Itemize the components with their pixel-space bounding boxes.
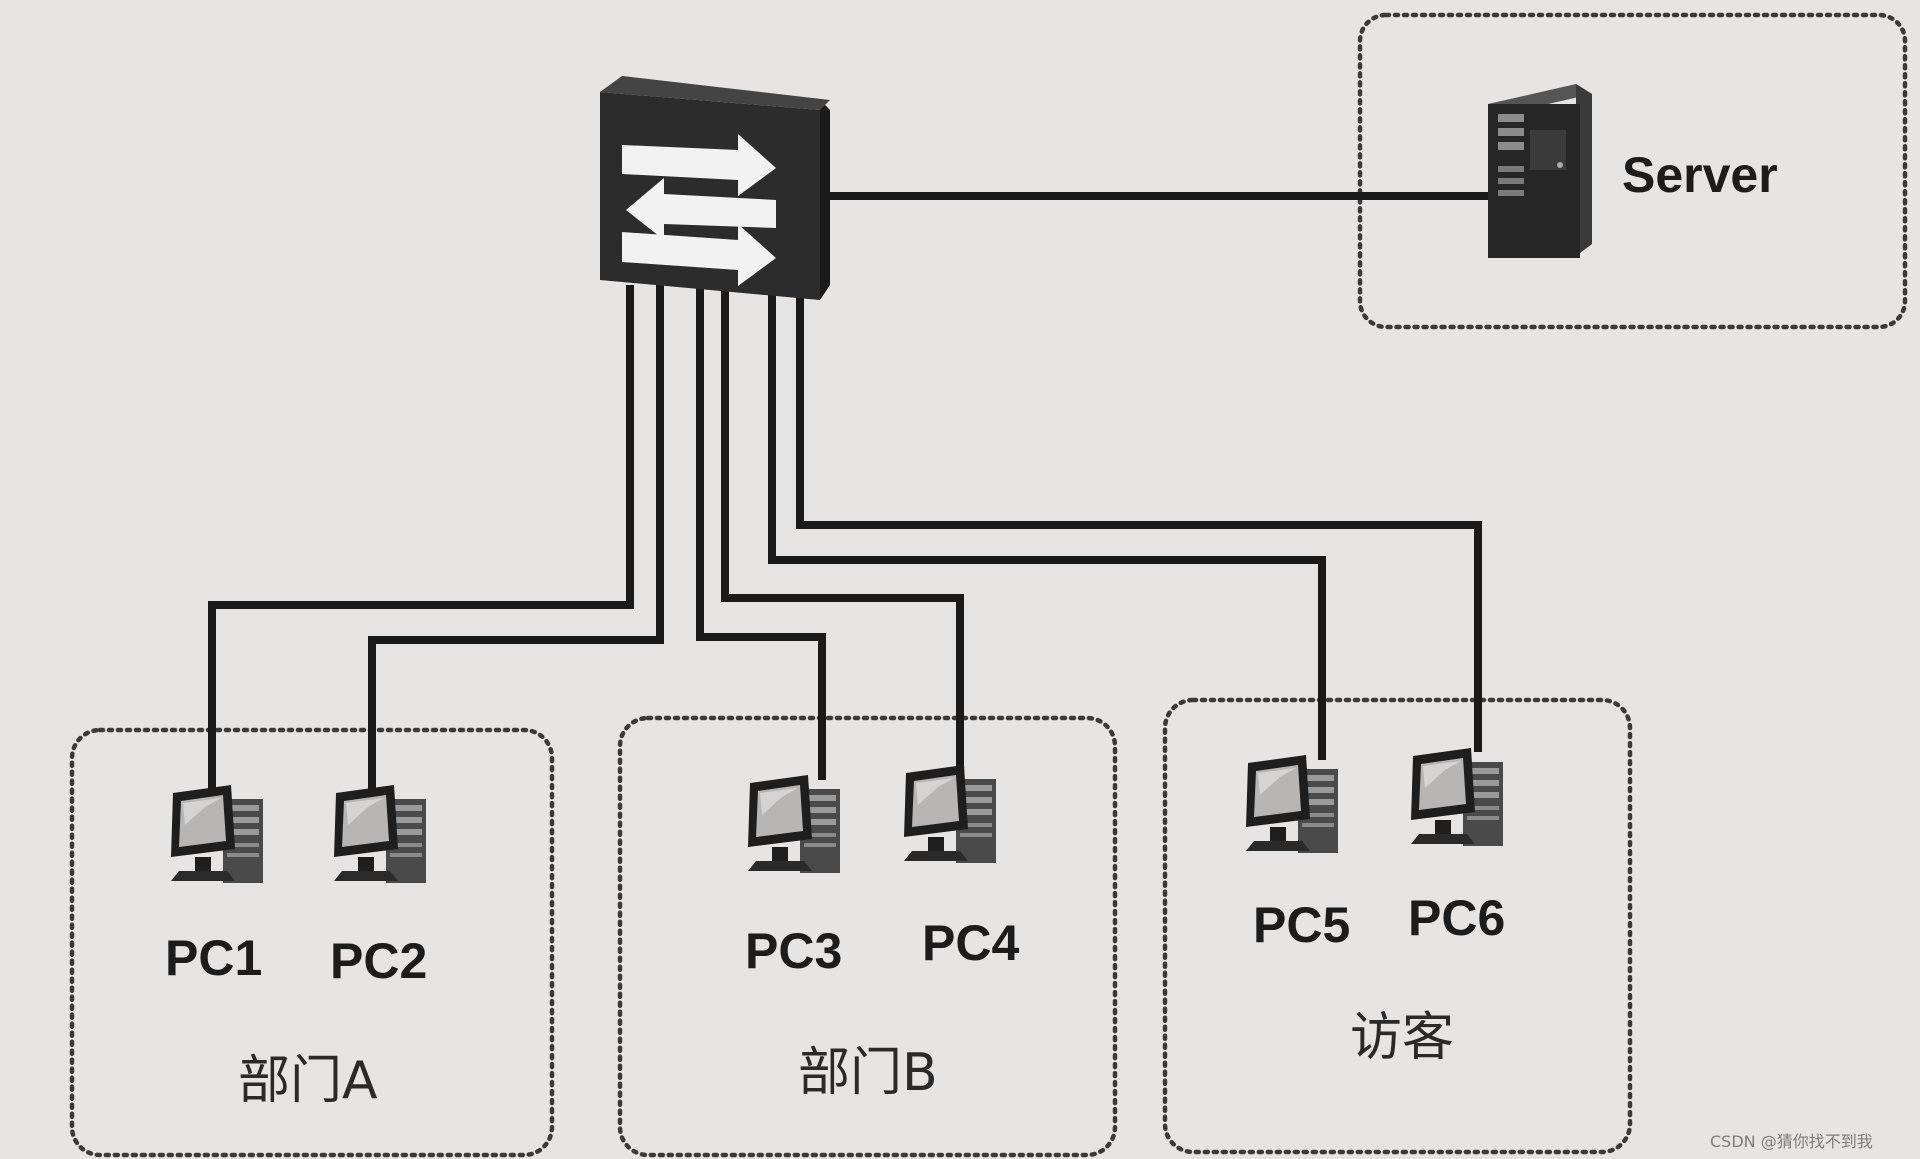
switch-icon [600, 76, 830, 300]
group-label-visitor: 访客 [1350, 1008, 1454, 1068]
pc-icon [334, 785, 426, 883]
link-pc3 [696, 285, 826, 780]
group-box-visitor [1162, 697, 1633, 1155]
pc-label: PC6 [1408, 890, 1505, 946]
pc-label: PC3 [745, 923, 842, 979]
group-box-dept-b [617, 715, 1118, 1158]
pc-label: PC5 [1253, 897, 1350, 953]
link-pc1 [208, 285, 634, 790]
pc-label: PC1 [165, 930, 262, 986]
group-label-dept-b: 部门B [798, 1043, 938, 1103]
watermark: CSDN @猜你找不到我 [1710, 1132, 1873, 1151]
pc-icon [1411, 748, 1503, 846]
group-box-dept-a [69, 727, 555, 1158]
group-box-server [1357, 12, 1908, 330]
link-pc4 [721, 285, 964, 770]
pc-label: PC2 [330, 933, 427, 989]
pc-icon [748, 775, 840, 873]
link-pc5 [768, 285, 1326, 760]
pc-icon [171, 785, 263, 883]
link-pc2 [368, 285, 664, 790]
group-label-dept-a: 部门A [238, 1051, 378, 1111]
server-label: Server [1622, 147, 1778, 203]
server-icon [1488, 84, 1592, 258]
pc-label: PC4 [922, 915, 1019, 971]
link-pc6 [796, 285, 1482, 752]
pc-icon [904, 765, 996, 863]
pc-icon [1246, 755, 1338, 853]
